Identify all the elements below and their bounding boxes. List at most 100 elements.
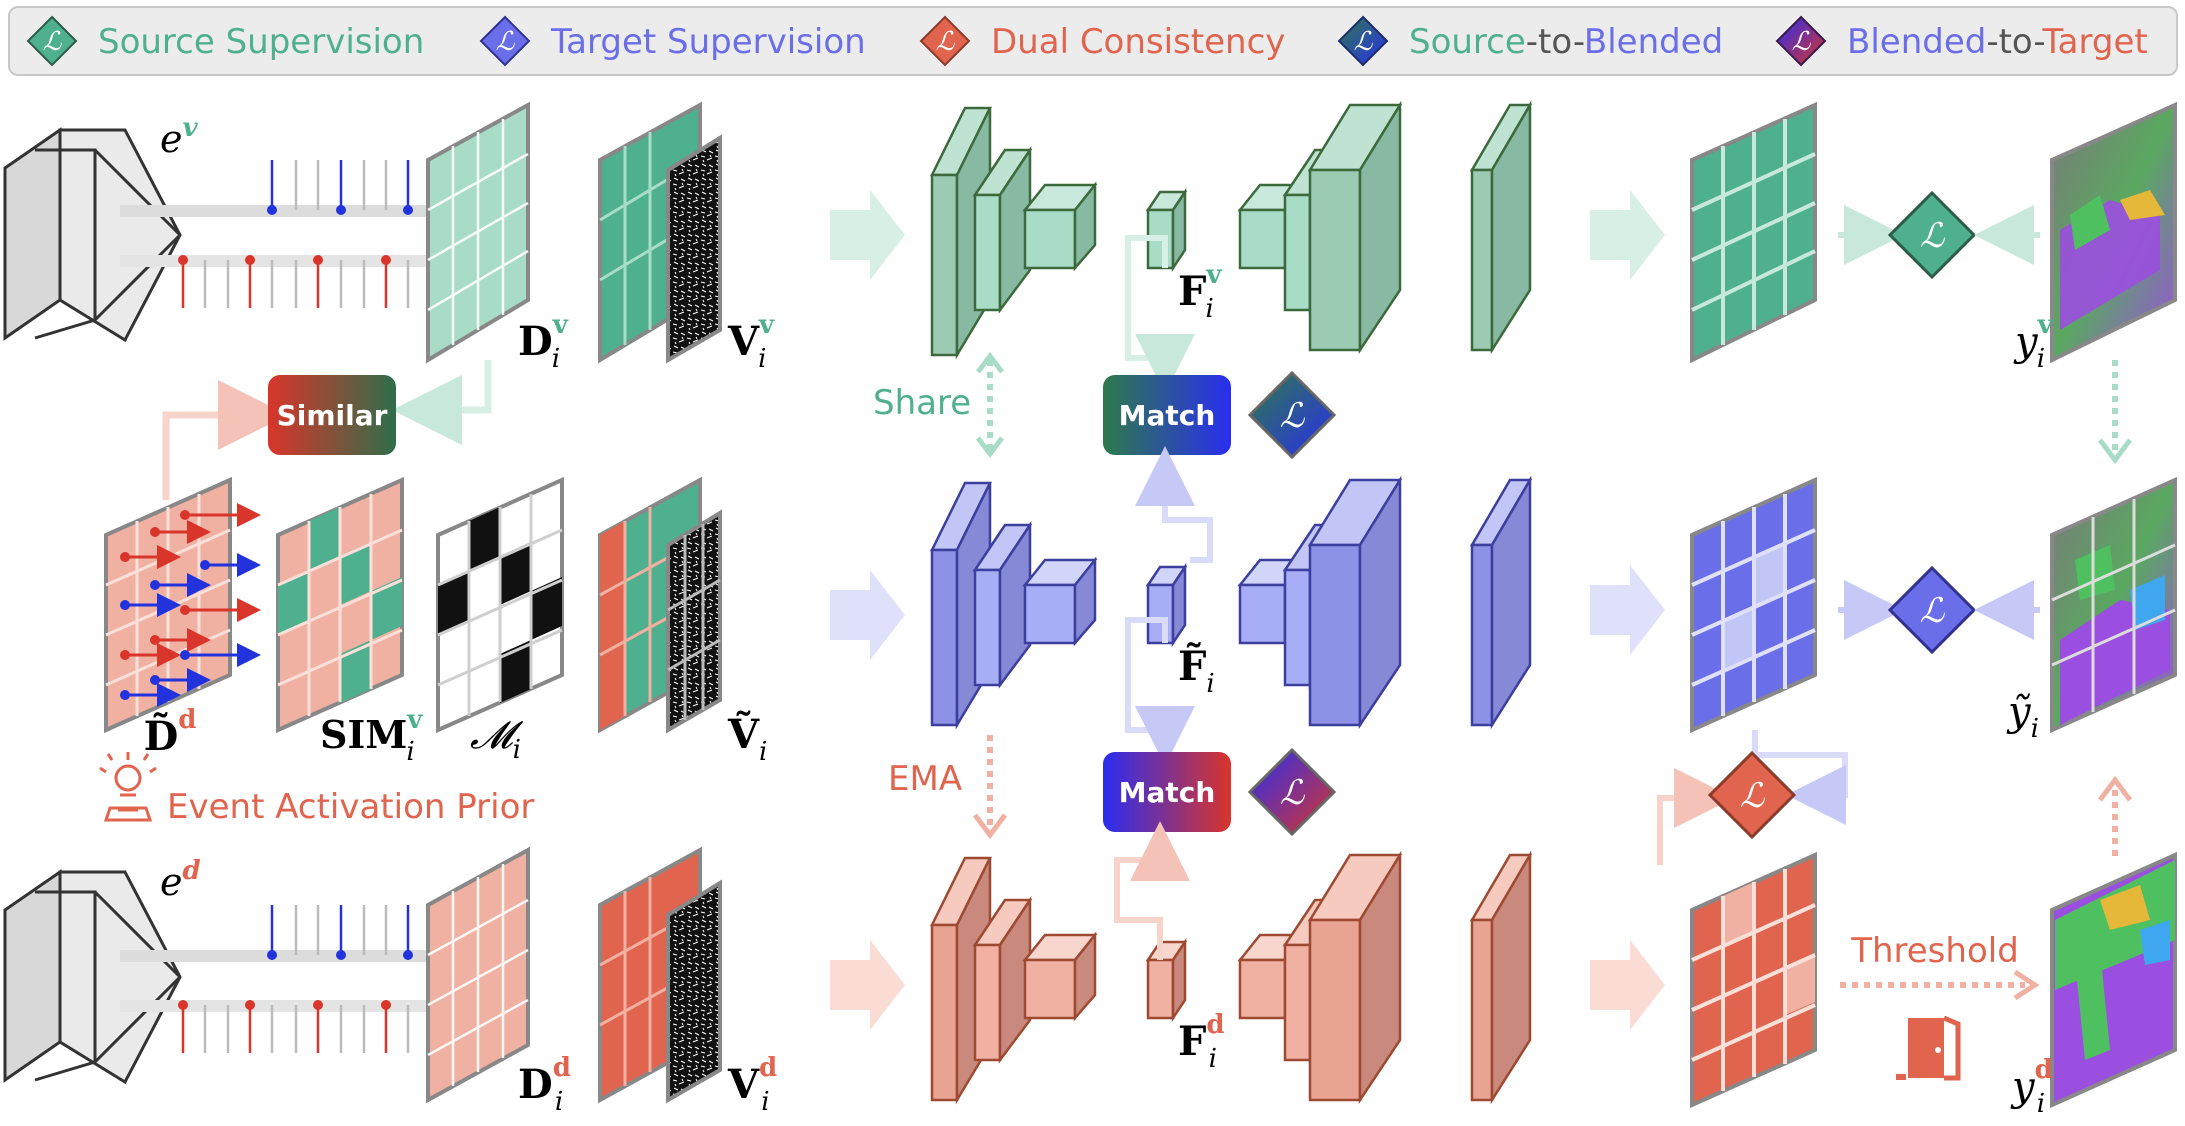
camera-depth: [3, 869, 182, 1085]
classifier-visible: [1469, 100, 1533, 355]
loss-diamond-target: ℒ: [1887, 565, 1977, 655]
grid-Vt-pair: [598, 476, 722, 734]
svg-text:ℒ: ℒ: [1280, 773, 1306, 813]
flow-arrow-mid: [830, 570, 905, 660]
loss-diamond-b2t: ℒ: [1247, 747, 1337, 837]
flow-arrow-top: [830, 190, 905, 280]
grid-pred-depth: [1690, 851, 1817, 1109]
legend-item-source-supervision: ℒ Source Supervision: [26, 15, 424, 67]
legend-item-dual-consistency: ℒ Dual Consistency: [919, 15, 1285, 67]
flow-arrow-mid-2: [1590, 565, 1665, 655]
svg-text:ℒ: ℒ: [1740, 776, 1766, 816]
grid-Vd-pair: [598, 846, 722, 1104]
legend-label: Dual Consistency: [991, 22, 1285, 62]
camera-visible: [3, 127, 182, 343]
legend-label: Source Supervision: [98, 22, 424, 62]
svg-text:ℒ: ℒ: [1280, 396, 1306, 436]
loss-diamond-dual: ℒ: [1707, 750, 1797, 840]
flow-arrow-bottom: [830, 940, 905, 1030]
legend-label: Source-to-Blended: [1409, 22, 1723, 62]
legend: ℒ Source Supervision ℒ Target Supervisio…: [26, 15, 2148, 67]
loss-icon: ℒ: [919, 15, 971, 67]
threshold-label: Threshold: [1850, 931, 2019, 971]
segmap-yd: [2050, 851, 2177, 1109]
exit-door-icon: [1896, 1015, 1961, 1081]
arrow-Fd-to-match: [1114, 821, 1190, 960]
encoder-blended: [929, 481, 1098, 730]
loss-diamond-source: ℒ: [1887, 190, 1977, 280]
classifier-blended: [1469, 475, 1533, 730]
grid-pred-visible: [1690, 101, 1817, 364]
svg-text:ℒ: ℒ: [1920, 216, 1946, 256]
decoder-blended: [1237, 475, 1403, 730]
arrow-blended-to-dual: [1752, 730, 1848, 825]
arrow-depth-to-dual: [1657, 768, 1734, 865]
svg-text:Match: Match: [1119, 776, 1216, 809]
grid-Dt: [104, 476, 261, 734]
Ft-label: F̃i: [1178, 643, 1215, 699]
arrow-Ft-to-match-bottom: [1125, 617, 1195, 766]
share-label: Share: [873, 383, 971, 423]
feature-Fd: [1145, 937, 1188, 1023]
loss-icon: ℒ: [1775, 15, 1827, 67]
segmap-yv: [2050, 101, 2177, 364]
segmap-yt: [2050, 476, 2177, 734]
classifier-depth: [1469, 850, 1533, 1105]
ed-label: ed: [160, 856, 201, 904]
flow-arrow-bottom-2: [1590, 940, 1665, 1030]
legend-item-target-supervision: ℒ Target Supervision: [479, 15, 866, 67]
similar-box: Similar: [268, 375, 396, 455]
svg-text:Match: Match: [1119, 399, 1216, 432]
svg-text:ℒ: ℒ: [1792, 27, 1812, 57]
Vt-label: Ṽi: [727, 711, 767, 767]
grid-Dv: [426, 101, 530, 364]
feature-Ft: [1145, 562, 1188, 648]
loss-icon: ℒ: [26, 15, 78, 67]
ev-label: ev: [160, 113, 199, 161]
event-stream-depth: [120, 905, 430, 1053]
M-label: 𝓜i: [470, 713, 524, 765]
grid-Vv-pair: [598, 101, 722, 364]
loss-icon: ℒ: [1337, 15, 1389, 67]
legend-item-source-to-blended: ℒ Source-to-Blended: [1337, 15, 1723, 67]
event-prior-label: Event Activation Prior: [167, 787, 534, 827]
legend-label: Target Supervision: [550, 22, 866, 62]
svg-text:ℒ: ℒ: [936, 27, 956, 57]
Dt-label: D̃d: [144, 705, 197, 760]
decoder-visible: [1237, 100, 1403, 355]
arrow-Fv-to-match: [1125, 235, 1195, 394]
svg-text:ℒ: ℒ: [1354, 27, 1374, 57]
yt-label: ỹi: [2006, 689, 2039, 744]
svg-text:Similar: Similar: [277, 399, 388, 432]
svg-text:ℒ: ℒ: [43, 27, 63, 57]
arrow-Dv-to-similar: [392, 360, 492, 445]
decoder-depth: [1237, 850, 1403, 1105]
legend-item-blended-to-target: ℒ Blended-to-Target: [1775, 15, 2148, 67]
flow-arrow-top-2: [1590, 190, 1665, 280]
grid-Dd: [426, 846, 530, 1104]
arrow-Dt-to-similar: [162, 380, 288, 500]
loss-diamond-s2b: ℒ: [1247, 370, 1337, 460]
encoder-depth: [929, 856, 1098, 1105]
loss-icon: ℒ: [479, 15, 531, 67]
match-box-bottom: Match: [1103, 752, 1231, 832]
bulb-icon: [99, 752, 157, 822]
mask-M: [436, 476, 564, 734]
match-box-top: Match: [1103, 375, 1231, 455]
arrow-Ft-to-match-top: [1135, 446, 1213, 563]
grid-SIM: [276, 476, 404, 734]
encoder-visible: [929, 106, 1098, 360]
grid-pred-blended: [1690, 476, 1817, 734]
legend-label: Blended-to-Target: [1847, 22, 2148, 62]
ema-label: EMA: [888, 759, 962, 799]
svg-text:ℒ: ℒ: [496, 27, 516, 57]
